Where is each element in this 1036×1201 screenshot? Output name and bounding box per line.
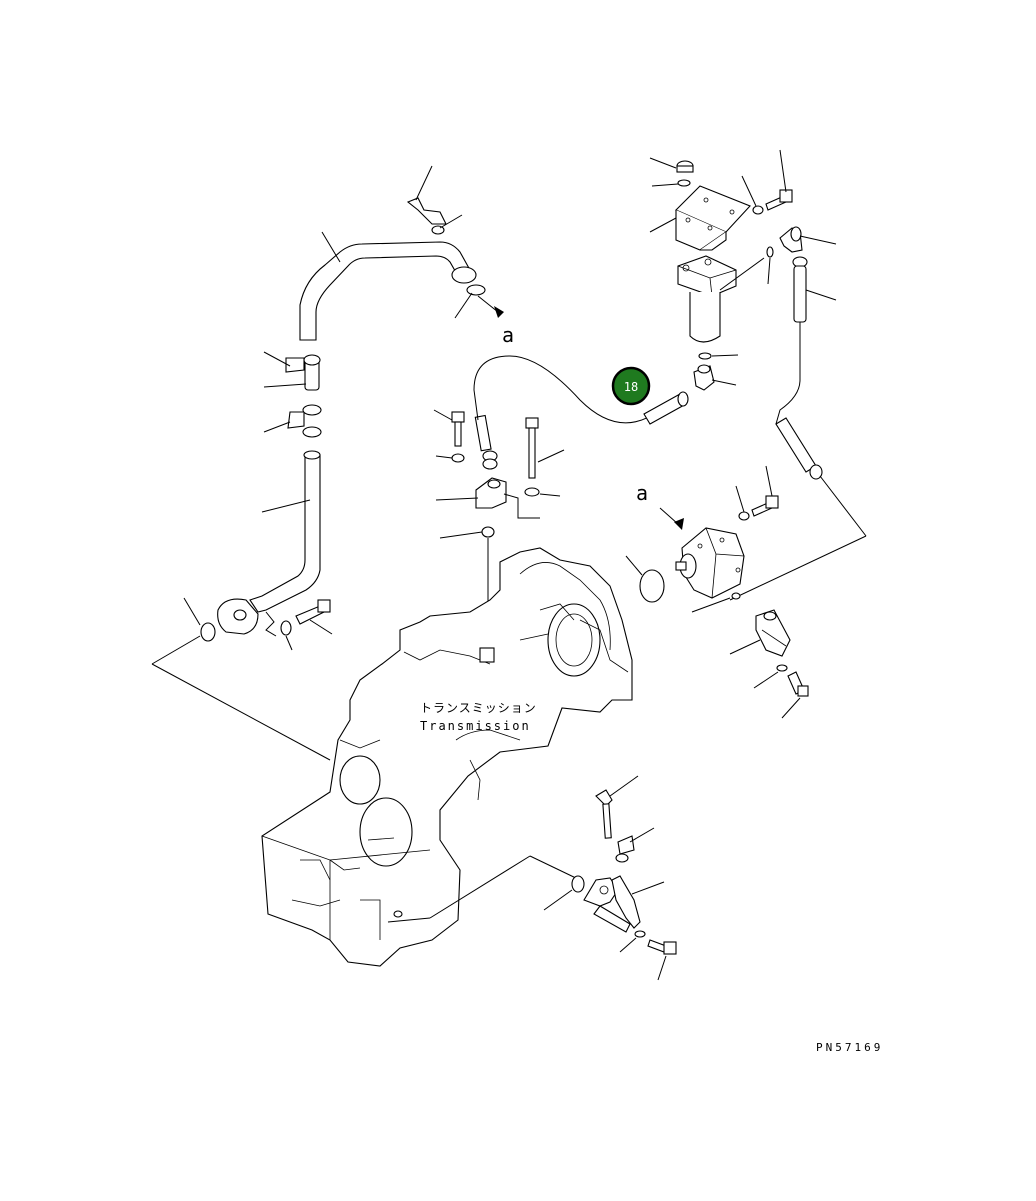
stud-bolt: [474, 414, 498, 470]
pump-outlet-flange[interactable]: [755, 609, 791, 657]
callout-18-number: 18: [624, 380, 638, 394]
lower-suction-tube[interactable]: [217, 450, 321, 637]
washer-top: [677, 179, 691, 187]
hose-clamp-assembly-left[interactable]: [285, 354, 322, 438]
oil-filter[interactable]: [677, 255, 765, 343]
bolt-bracket-left: [451, 411, 465, 447]
filter-adapter[interactable]: [693, 364, 715, 391]
arrow-marker-a-pump: a: [636, 481, 648, 505]
port-transmission: [393, 910, 403, 918]
washer-bracket-left: [451, 453, 465, 463]
long-bolt-bracket: [525, 417, 539, 479]
pilot-hose[interactable]: [473, 355, 661, 424]
washer-drain: [634, 930, 646, 938]
transmission-label-en: Transmission: [420, 719, 531, 733]
nut-top: [676, 160, 694, 173]
drawing-number: PN57169: [816, 1041, 883, 1054]
transmission-label-jp: トランスミッション: [420, 701, 537, 715]
hose-fitting-18[interactable]: [643, 391, 689, 425]
washer-filter-bracket: [752, 205, 764, 215]
washer-pump-flange: [776, 664, 788, 672]
bolt-left-flange: [295, 599, 331, 625]
arrow-marker-a-top: a: [502, 323, 514, 347]
o-ring-filter: [698, 352, 712, 360]
washer-pump: [738, 511, 750, 521]
breather-tube[interactable]: [595, 789, 613, 839]
bolt-drain: [647, 939, 677, 955]
o-ring-pump: [731, 592, 741, 600]
gasket-center: [481, 526, 495, 538]
washer-bracket-right: [524, 487, 540, 497]
washer-left-flange: [280, 620, 292, 636]
bolt-filter-bracket: [765, 189, 793, 211]
breather-clip: [615, 835, 635, 863]
pipe-clamp-bracket[interactable]: [475, 477, 507, 509]
return-hose[interactable]: [792, 256, 808, 323]
o-ring-elbow: [766, 246, 774, 258]
washer-top-left: [431, 225, 445, 235]
gasket-pump: [639, 569, 665, 603]
upper-suction-pipe[interactable]: [299, 241, 486, 341]
gasket-left: [200, 622, 216, 642]
bolt-pump-flange: [787, 671, 809, 697]
gasket-drain: [571, 875, 585, 893]
drain-flange-tube[interactable]: [583, 875, 641, 933]
hose-fitting-right[interactable]: [775, 417, 823, 480]
callout-18[interactable]: 18: [611, 366, 651, 406]
hydraulic-pump[interactable]: [675, 527, 745, 599]
bolt-pump: [751, 495, 779, 517]
elbow-fitting[interactable]: [779, 226, 803, 253]
bolt-top-left: [406, 197, 447, 225]
transmission-housing[interactable]: [261, 547, 633, 967]
filter-mounting-bracket[interactable]: [675, 185, 751, 251]
